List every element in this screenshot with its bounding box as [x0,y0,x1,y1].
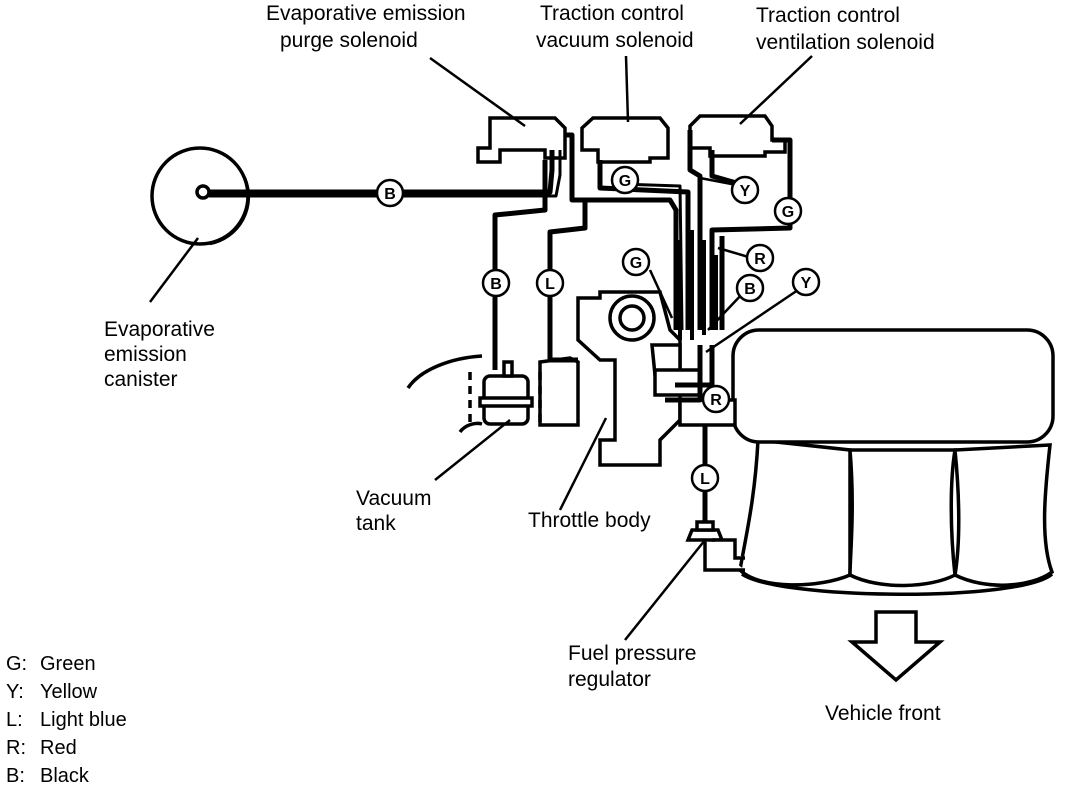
hose-tag-vent-green: G [773,196,803,226]
svg-text:G: G [619,173,631,190]
svg-text:R: R [754,251,766,268]
label-purge-solenoid: Evaporative emission purge solenoid [266,2,471,52]
hose-tag-vacuum-green-mid: G [621,247,651,277]
svg-text:G: G [630,255,642,272]
svg-text:B: B [744,281,756,298]
hose-tag-red-lower: R [701,384,731,414]
hose-tag-vent-yellow-top: Y [730,175,760,205]
hose-tag-light-blue: L [535,268,565,298]
legend-row-light-blue: L:Light blue [6,709,127,731]
color-legend: G:Green Y:Yellow L:Light blue R:Red B:Bl… [6,650,127,790]
hose-tag-vacuum-green-top: G [610,165,640,195]
label-ventilation-solenoid: Traction control ventilation solenoid [756,4,935,54]
hose-tag-red-upper: R [745,243,775,273]
hose-tag-regulator-light-blue: L [690,463,720,493]
label-canister: Evaporative emission canister [104,318,221,391]
vehicle-front-arrow [847,610,945,683]
hose-tag-canister: B [375,178,405,208]
legend-row-green: G:Green [6,653,96,675]
svg-text:R: R [710,392,722,409]
label-fuel-pressure-regulator: Fuel pressure regulator [568,642,702,691]
hose-tag-black-mid: B [735,273,765,303]
hose-tag-purge-tank: B [481,268,511,298]
intake-manifold [731,328,1055,596]
legend-row-red: R:Red [6,737,77,759]
label-vacuum-solenoid: Traction control vacuum solenoid [536,2,694,52]
label-throttle-body: Throttle body [528,509,651,532]
legend-row-yellow: Y:Yellow [6,681,98,703]
fuel-pressure-regulator-body [685,520,745,572]
svg-text:Y: Y [801,275,812,292]
svg-text:L: L [700,471,710,488]
vacuum-hoses [209,130,799,522]
leader-lines [149,55,813,641]
component-labels: Evaporative emission purge solenoid Trac… [104,2,941,725]
legend-row-black: B:Black [6,765,89,787]
purge-solenoid-body [476,116,567,164]
hose-tag-yellow-mid: Y [791,267,821,297]
label-vehicle-front: Vehicle front [825,702,941,725]
label-vacuum-tank: Vacuum tank [356,487,437,535]
hose-tags: B B L G G Y G R [375,165,821,493]
vacuum-tank [406,354,542,434]
svg-text:L: L [545,276,555,293]
ventilation-solenoid-body [688,114,787,158]
vacuum-solenoid-body [580,116,670,164]
svg-text:B: B [384,186,396,203]
svg-text:B: B [490,276,502,293]
svg-text:Y: Y [740,183,751,200]
svg-text:G: G [782,204,794,221]
